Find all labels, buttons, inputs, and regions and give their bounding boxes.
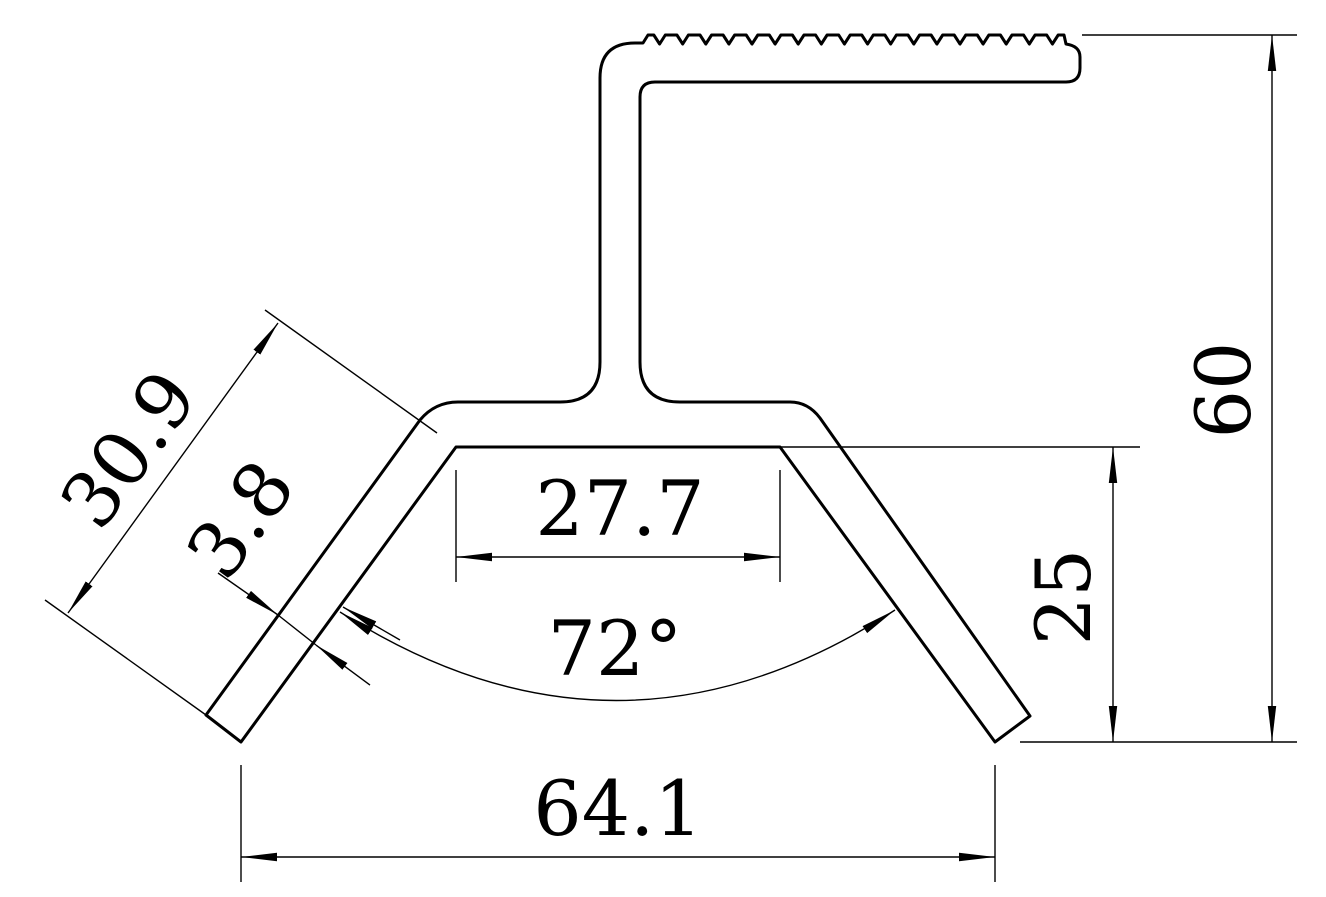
label-overall-height: 60 — [1179, 342, 1268, 439]
dimension-overall-width: 64.1 — [240, 764, 996, 882]
label-overall-width: 64.1 — [533, 764, 702, 853]
label-leg-height: 25 — [1019, 549, 1108, 646]
dimension-wall-thickness: 3.8 — [169, 444, 401, 686]
dimension-leg-height: 25 — [780, 446, 1140, 742]
label-wall-thickness: 3.8 — [169, 444, 312, 594]
dimension-leg-angle: 72° — [339, 604, 896, 702]
label-leg-angle: 72° — [548, 604, 683, 693]
extrusion-profile-outline — [204, 33, 1082, 744]
dimension-inner-top-width: 27.7 — [455, 464, 781, 582]
label-inner-top-width: 27.7 — [535, 464, 704, 553]
dimension-overall-height: 60 — [1020, 34, 1297, 743]
